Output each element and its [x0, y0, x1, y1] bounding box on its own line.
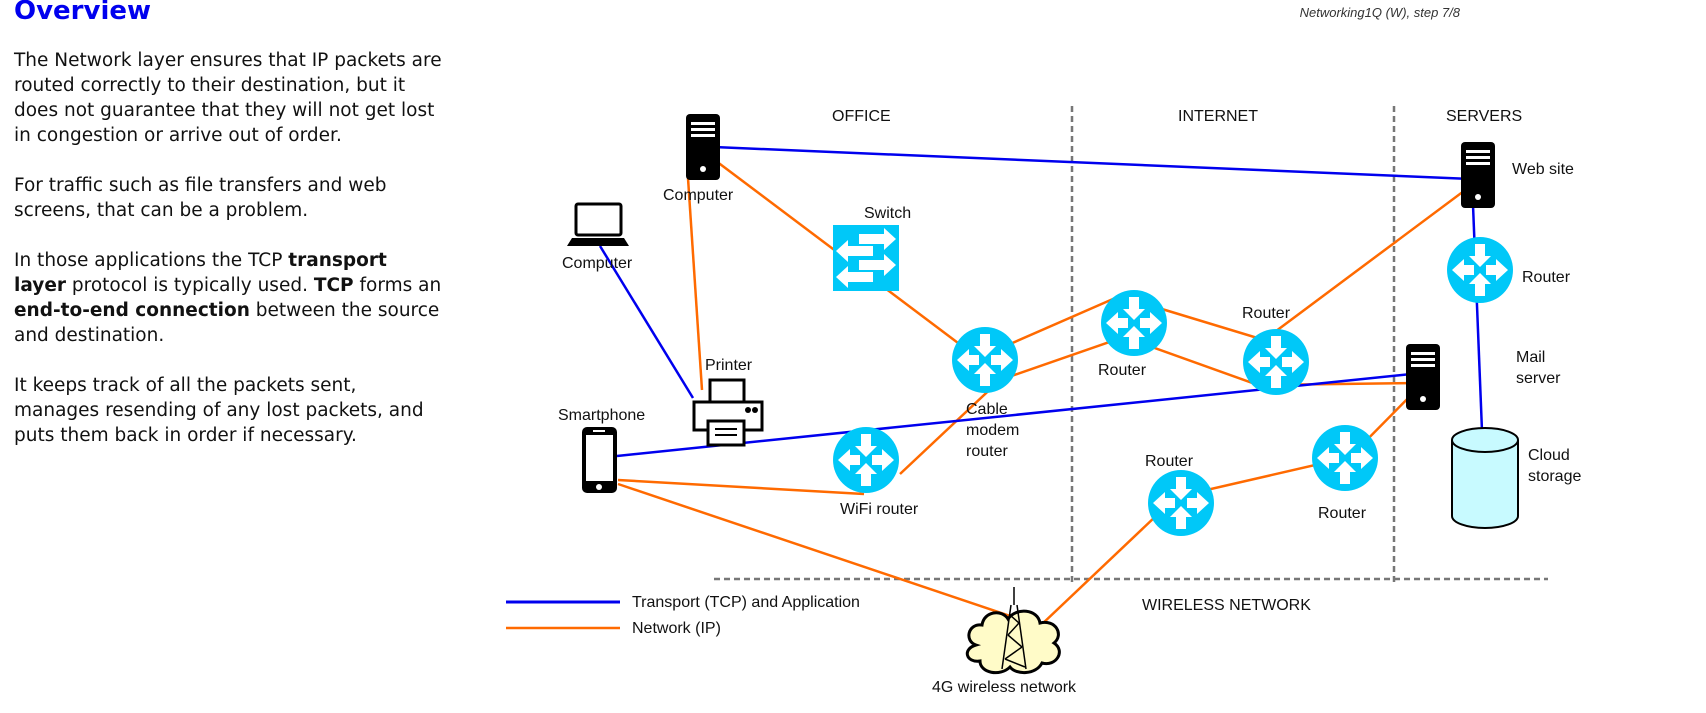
wireless-router-1-icon — [1148, 470, 1214, 536]
zone-label-servers: SERVERS — [1446, 108, 1522, 125]
storage-cylinder-icon — [1451, 427, 1519, 529]
paragraph: For traffic such as file transfers and w… — [14, 173, 444, 223]
text-run: In those applications the TCP — [14, 250, 289, 271]
text-run: protocol is typically used. — [66, 275, 314, 296]
text-run: For traffic such as file transfers and w… — [14, 175, 387, 221]
smartphone[interactable] — [582, 427, 617, 493]
page-title: Overview — [14, 0, 152, 26]
switch-icon — [833, 225, 899, 291]
desktop-computer-icon — [686, 114, 720, 180]
web-server-icon — [1461, 142, 1495, 208]
ip-link-smartphone-cell-tower — [617, 482, 1041, 628]
text-run: forms an — [353, 275, 442, 296]
internet-router-2-label: Router — [1242, 305, 1291, 322]
zone-label-wireless: WIRELESS NETWORK — [1142, 597, 1311, 614]
paragraph: It keeps track of all the packets sent, … — [14, 373, 444, 448]
label-line: Mail — [1516, 349, 1545, 366]
ip-link-internet-router-path — [1151, 180, 1477, 342]
cable-modem-router-icon — [952, 327, 1018, 393]
zone-label-office: OFFICE — [832, 108, 891, 125]
laptop-icon — [567, 202, 629, 246]
zone-label-internet: INTERNET — [1178, 108, 1258, 125]
wifi-router-label: WiFi router — [840, 501, 919, 518]
label-line: Cloud — [1528, 447, 1570, 464]
label-line: Cable — [966, 401, 1008, 418]
printer[interactable] — [692, 378, 764, 447]
label-line: server — [1516, 370, 1561, 387]
emphasis-text: TCP — [313, 275, 354, 296]
internet-router-1-icon — [1101, 290, 1167, 356]
legend-label-transport: Transport (TCP) and Application — [632, 594, 860, 611]
printer-label: Printer — [705, 357, 753, 374]
cable-modem-router-label: Cable modem router — [966, 401, 1024, 460]
legend: Transport (TCP) and Application Network … — [506, 594, 860, 637]
text-run: The Network layer ensures that IP packet… — [14, 50, 442, 146]
label-line: router — [966, 443, 1008, 460]
switch-label: Switch — [864, 205, 911, 222]
cloud-storage[interactable] — [1451, 427, 1519, 529]
emphasis-text: end-to-end connection — [14, 300, 250, 321]
printer-icon — [692, 378, 764, 447]
wifi-router[interactable] — [833, 427, 899, 493]
ip-link-computer-printer — [686, 177, 704, 391]
desktop-computer-label: Computer — [663, 187, 734, 204]
legend-label-network: Network (IP) — [632, 620, 721, 637]
servers-router[interactable] — [1447, 237, 1513, 303]
wireless-router-1[interactable] — [1148, 470, 1214, 536]
tcp-link-laptop-printer — [598, 245, 695, 399]
paragraph: The Network layer ensures that IP packet… — [14, 48, 444, 148]
text-run: It keeps track of all the packets sent, … — [14, 375, 424, 446]
servers-router-icon — [1447, 237, 1513, 303]
mail-server-label: Mail server — [1516, 349, 1561, 387]
cloud-storage-label: Cloud storage — [1528, 447, 1581, 485]
tcp-link-computer-website — [713, 145, 1472, 181]
laptop-computer-label: Computer — [562, 255, 633, 272]
mail-server-icon — [1406, 344, 1440, 410]
wireless-router-2-icon — [1312, 425, 1378, 491]
internet-router-1-label: Router — [1098, 362, 1147, 379]
wireless-router-1-label: Router — [1145, 453, 1194, 470]
cable-modem-router[interactable] — [952, 327, 1018, 393]
step-indicator: Networking1Q (W), step 7/8 — [1299, 5, 1460, 20]
cell-network[interactable] — [965, 587, 1061, 675]
servers-router-label: Router — [1522, 269, 1571, 286]
emphasis-text: transport layer — [14, 250, 387, 296]
text-run: between the source and destination. — [14, 300, 440, 346]
ip-link-cell-tower-mail-server — [1039, 382, 1424, 627]
smartphone-icon — [582, 427, 617, 493]
web-site-label: Web site — [1512, 161, 1574, 178]
desktop-computer[interactable] — [686, 114, 720, 180]
cell-network-label: 4G wireless network — [932, 679, 1077, 696]
wireless-router-2-label: Router — [1318, 505, 1367, 522]
internet-router-2[interactable] — [1243, 329, 1309, 395]
cloud-icon — [965, 609, 1061, 675]
ip-link-smartphone-wifi-router — [617, 478, 865, 496]
overview-text: The Network layer ensures that IP packet… — [14, 48, 444, 473]
label-line: storage — [1528, 468, 1581, 485]
mail-server[interactable] — [1406, 344, 1440, 410]
web-site-server[interactable] — [1461, 142, 1495, 208]
smartphone-label: Smartphone — [558, 407, 645, 424]
cell-tower-icon — [1001, 587, 1027, 670]
internet-router-1[interactable] — [1101, 290, 1167, 356]
wireless-router-2[interactable] — [1312, 425, 1378, 491]
internet-router-2-icon — [1243, 329, 1309, 395]
wifi-router-icon — [833, 427, 899, 493]
switch[interactable] — [833, 225, 899, 291]
laptop-computer[interactable] — [567, 202, 629, 246]
paragraph: In those applications the TCP transport … — [14, 248, 444, 348]
label-line: modem — [966, 422, 1019, 439]
